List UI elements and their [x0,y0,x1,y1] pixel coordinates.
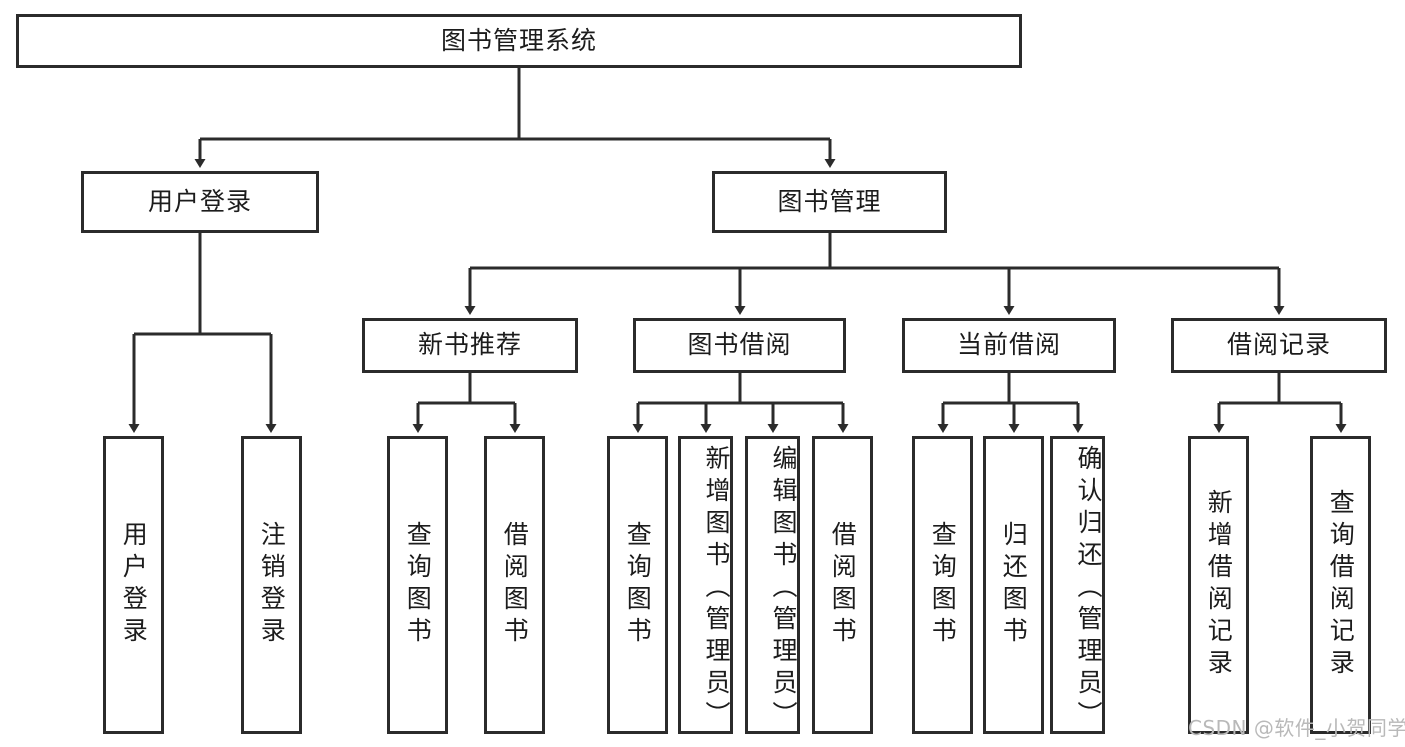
leaf-borrow-book-1[interactable]: 借阅图书 [484,436,545,734]
leaf-add-book-label: 新增图书（管理员） [702,445,731,733]
leaf-borrow-book-2-label: 借阅图书 [828,521,858,649]
node-user-login[interactable]: 用户登录 [81,171,319,233]
leaf-borrow-book-1-label: 借阅图书 [500,521,530,649]
node-current-borrow-label: 当前借阅 [956,330,1061,360]
leaf-edit-book[interactable]: 编辑图书（管理员） [745,436,800,734]
node-current-borrow[interactable]: 当前借阅 [902,318,1116,373]
leaf-edit-book-label: 编辑图书（管理员） [769,445,798,733]
leaf-confirm-return-label: 确认归还（管理员） [1074,445,1103,733]
node-book-manage[interactable]: 图书管理 [712,171,947,233]
leaf-query-record-label: 查询借阅记录 [1326,489,1356,681]
leaf-confirm-return[interactable]: 确认归还（管理员） [1050,436,1105,734]
leaf-user-login[interactable]: 用户登录 [103,436,164,734]
node-book-borrow-label: 图书借阅 [687,330,792,360]
leaf-user-login-label: 用户登录 [119,521,149,649]
leaf-add-record-label: 新增借阅记录 [1204,489,1234,681]
node-borrow-record-label: 借阅记录 [1226,330,1331,360]
node-user-login-label: 用户登录 [147,186,252,216]
leaf-return-book-label: 归还图书 [999,521,1029,649]
leaf-user-logout-label: 注销登录 [257,521,287,649]
csdn-watermark: CSDN @软件_小贺同学 [1188,716,1405,740]
node-borrow-record[interactable]: 借阅记录 [1171,318,1387,373]
node-root[interactable]: 图书管理系统 [16,14,1022,68]
leaf-query-book-2-label: 查询图书 [623,521,653,649]
node-root-label: 图书管理系统 [440,25,597,55]
leaf-borrow-book-2[interactable]: 借阅图书 [812,436,873,734]
leaf-query-book-3[interactable]: 查询图书 [912,436,973,734]
leaf-query-book-2[interactable]: 查询图书 [607,436,668,734]
node-book-manage-label: 图书管理 [777,186,882,216]
leaf-add-book[interactable]: 新增图书（管理员） [678,436,733,734]
node-new-book-rec[interactable]: 新书推荐 [362,318,578,373]
leaf-add-record[interactable]: 新增借阅记录 [1188,436,1249,734]
node-book-borrow[interactable]: 图书借阅 [633,318,846,373]
leaf-query-book-1[interactable]: 查询图书 [387,436,448,734]
leaf-return-book[interactable]: 归还图书 [983,436,1044,734]
leaf-query-book-3-label: 查询图书 [928,521,958,649]
leaf-query-book-1-label: 查询图书 [403,521,433,649]
leaf-query-record[interactable]: 查询借阅记录 [1310,436,1371,734]
node-new-book-rec-label: 新书推荐 [417,330,522,360]
leaf-user-logout[interactable]: 注销登录 [241,436,302,734]
